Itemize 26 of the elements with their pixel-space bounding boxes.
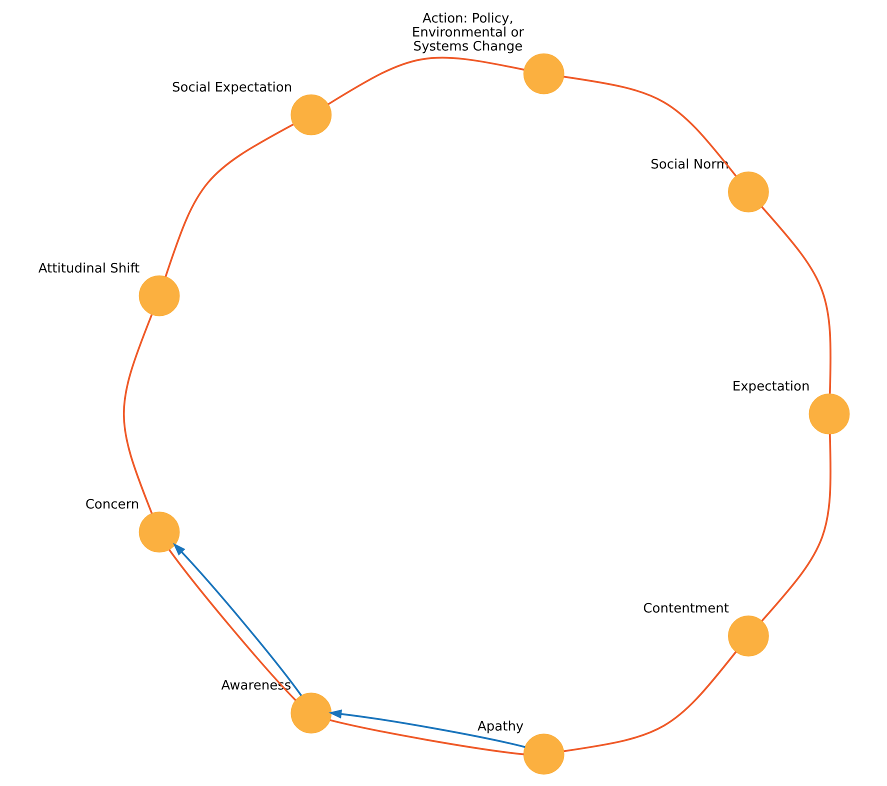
node-label: Social Norm: [650, 157, 728, 172]
connector: [329, 719, 524, 756]
connector: [760, 206, 831, 394]
node-circle: [522, 53, 564, 94]
arrow: [328, 709, 525, 748]
node-label: Action: Policy, Environmental or Systems Change: [411, 11, 524, 54]
node-label: Concern: [84, 498, 139, 513]
connector: [164, 124, 294, 278]
connector: [563, 76, 736, 177]
connector: [563, 651, 736, 752]
connector: [760, 434, 831, 622]
node-circle: [138, 275, 180, 316]
node-circle: [138, 512, 180, 553]
node-label: Social Expectation: [171, 80, 292, 96]
node-circle: [290, 94, 332, 136]
node-label: Contentment: [642, 601, 728, 616]
connector: [327, 56, 524, 106]
node-circle: [522, 734, 564, 775]
node-circle: [808, 393, 850, 434]
node-circle: [727, 171, 768, 212]
node-circle: [290, 692, 332, 734]
node-circle: [727, 615, 768, 656]
node-label: Expectation: [732, 379, 810, 394]
node-label: Attitudinal Shift: [38, 261, 140, 276]
node-label: Apathy: [476, 720, 524, 735]
connector: [122, 314, 152, 514]
